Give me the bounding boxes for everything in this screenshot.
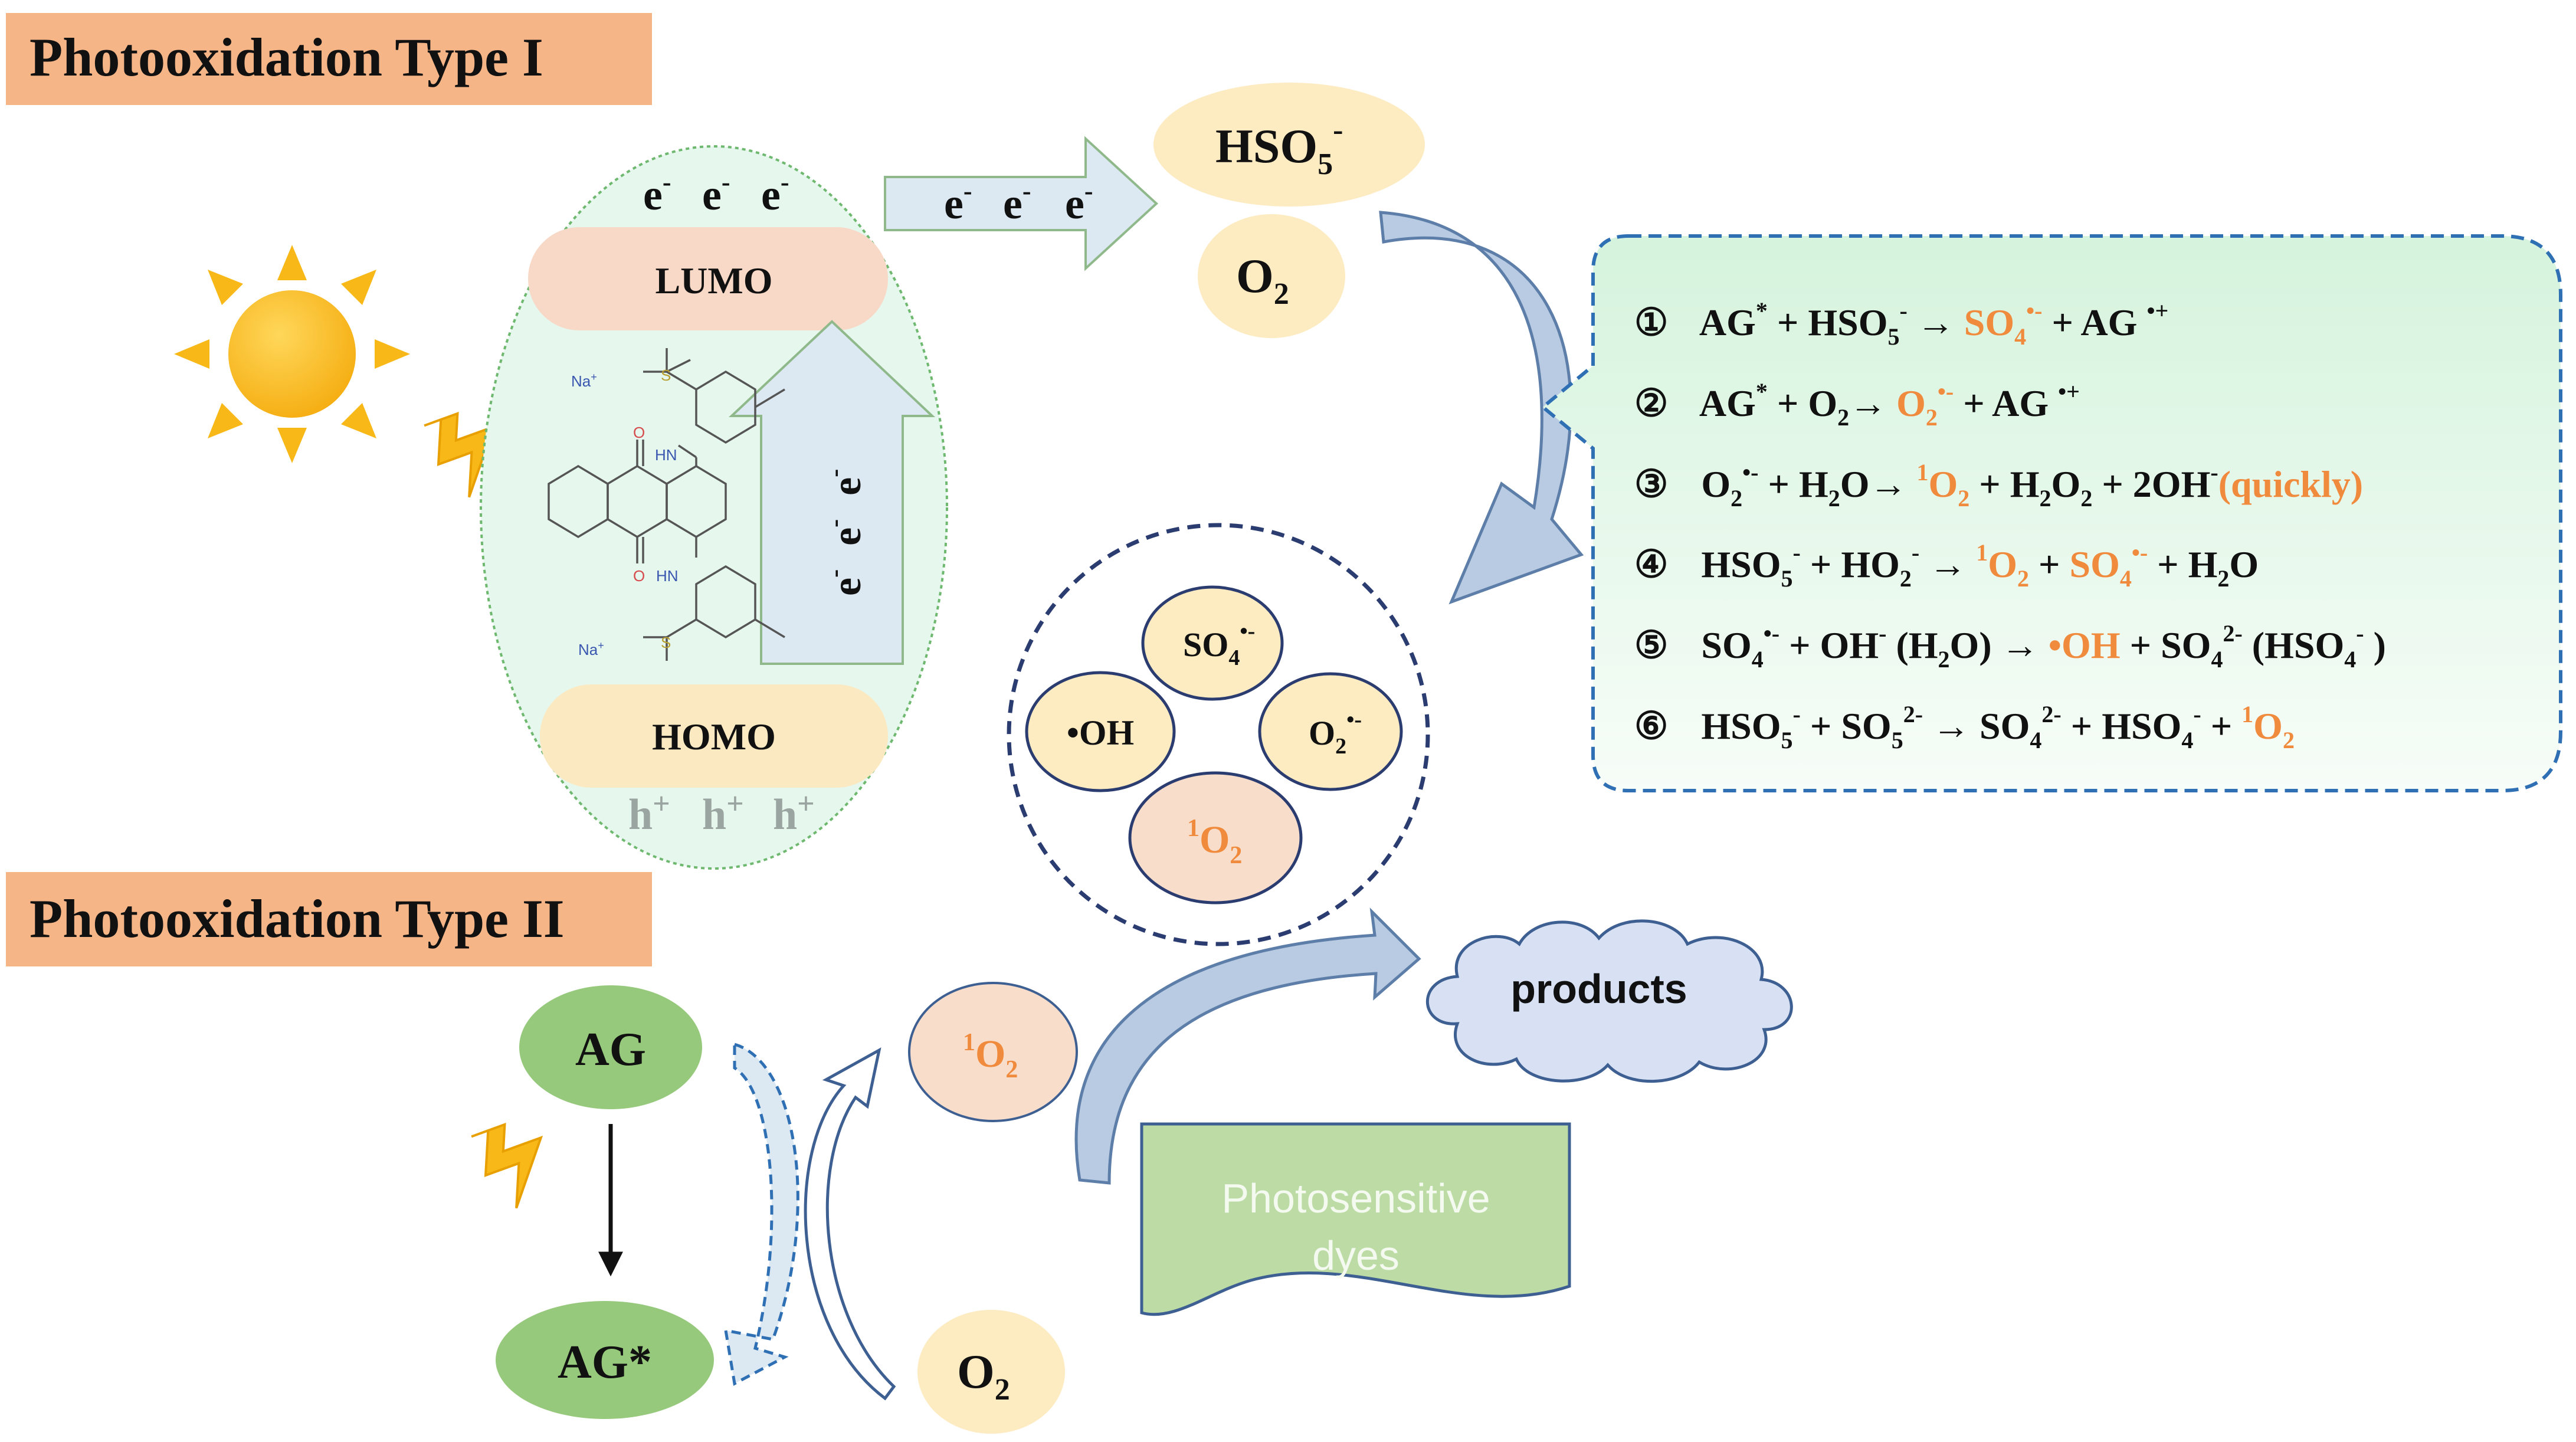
svg-text:dyes: dyes bbox=[1312, 1233, 1400, 1279]
o2-bubble: O2 bbox=[1198, 214, 1345, 338]
svg-text:HN: HN bbox=[655, 446, 677, 464]
reaction-4: ④ HSO5- + HO2- → 1O2 + SO4•- + H2O bbox=[1634, 539, 2259, 592]
type2-title-box: Photooxidation Type II bbox=[6, 872, 652, 966]
type1-title-box: Photooxidation Type I bbox=[6, 13, 652, 105]
homo-level: HOMO bbox=[540, 684, 888, 788]
svg-text:S: S bbox=[661, 634, 671, 651]
reaction-6: ⑥ HSO5- + SO52- → SO42- + HSO4- + 1O2 bbox=[1634, 701, 2295, 753]
reaction-1: ① AG* + HSO5- → SO4•- + AG •+ bbox=[1634, 297, 2168, 350]
lightning-icon bbox=[424, 411, 496, 498]
svg-text:O: O bbox=[633, 424, 645, 441]
svg-text:1O2: 1O2 bbox=[1187, 815, 1242, 869]
energy-transfer-arrow bbox=[804, 1047, 896, 1401]
relaxation-arrow bbox=[723, 1042, 799, 1386]
svg-text:1O2: 1O2 bbox=[963, 1029, 1018, 1083]
svg-text:e-: e- bbox=[761, 168, 789, 219]
svg-text:Na+: Na+ bbox=[571, 371, 597, 390]
oxidation-arrow bbox=[1074, 907, 1421, 1185]
dyes-banner: Photosensitive dyes bbox=[1140, 1122, 1571, 1316]
o2-radical-bubble: O2•- bbox=[1258, 672, 1403, 791]
svg-text:O: O bbox=[633, 567, 645, 585]
svg-text:e-: e- bbox=[1065, 176, 1093, 228]
acid-green-molecule bbox=[548, 348, 785, 661]
reaction-2: ② AG* + O2→ O2•- + AG •+ bbox=[1634, 378, 2080, 431]
svg-text:O2: O2 bbox=[1236, 249, 1289, 311]
sun-icon bbox=[174, 245, 410, 463]
homo-label: HOMO bbox=[652, 716, 776, 758]
svg-text:S: S bbox=[661, 366, 671, 384]
reaction-box bbox=[1540, 234, 2562, 792]
lightning-icon-type2 bbox=[471, 1122, 543, 1209]
ros-pool bbox=[1007, 523, 1430, 946]
svg-text:SO4•-: SO4•- bbox=[1183, 619, 1255, 670]
svg-text:O2: O2 bbox=[957, 1345, 1010, 1407]
hso5-bubble: HSO5- bbox=[1153, 83, 1425, 207]
electron-transfer-arrow: e- e- e- bbox=[884, 136, 1158, 271]
holes-row: h+ h+ h+ bbox=[628, 787, 815, 839]
svg-text:Photosensitive: Photosensitive bbox=[1221, 1175, 1490, 1221]
svg-text:e-e-e-: e-e-e- bbox=[821, 469, 870, 596]
svg-text:AG: AG bbox=[575, 1024, 646, 1076]
svg-text:e-: e- bbox=[643, 168, 671, 219]
curved-arrow-down bbox=[1379, 211, 1584, 605]
oh-radical-bubble: •OH bbox=[1025, 671, 1176, 792]
products-cloud: products bbox=[1425, 919, 1793, 1083]
reaction-5: ⑤ SO4•- + OH- (H2O) → •OH + SO42- (HSO4-… bbox=[1634, 620, 2386, 673]
svg-text:e-: e- bbox=[944, 176, 972, 228]
lumo-level: LUMO bbox=[528, 227, 888, 330]
type2-title: Photooxidation Type II bbox=[30, 889, 565, 949]
ag-star-node: AG* bbox=[496, 1301, 714, 1419]
svg-text:O2•-: O2•- bbox=[1309, 707, 1362, 759]
singlet-oxygen-type2: 1O2 bbox=[908, 982, 1078, 1122]
svg-text:AG*: AG* bbox=[558, 1336, 652, 1388]
svg-text:•OH: •OH bbox=[1067, 713, 1134, 752]
o2-type2: O2 bbox=[917, 1310, 1065, 1434]
singlet-oxygen-bubble: 1O2 bbox=[1128, 771, 1303, 904]
reaction-3: ③ O2•- + H2O→ 1O2 + H2O2 + 2OH-(quickly) bbox=[1634, 459, 2363, 512]
svg-text:h+: h+ bbox=[773, 787, 815, 839]
svg-text:e-: e- bbox=[702, 168, 730, 219]
so4-radical-bubble: SO4•- bbox=[1141, 585, 1284, 701]
reaction-list: ① AG* + HSO5- → SO4•- + AG •+ ② AG* + O2… bbox=[1634, 297, 2386, 753]
svg-text:h+: h+ bbox=[628, 787, 670, 839]
type1-title: Photooxidation Type I bbox=[30, 27, 543, 87]
svg-text:h+: h+ bbox=[702, 787, 744, 839]
svg-text:products: products bbox=[1510, 966, 1687, 1012]
svg-text:HSO5-: HSO5- bbox=[1215, 113, 1343, 181]
lumo-label: LUMO bbox=[655, 260, 772, 301]
molecule-labels: Na+ Na+ HN HN O O S S bbox=[571, 366, 679, 658]
electrons-top: e- e- e- bbox=[643, 168, 789, 219]
ag-node: AG bbox=[519, 985, 702, 1109]
svg-text:HN: HN bbox=[656, 567, 679, 585]
svg-text:e-: e- bbox=[1003, 176, 1031, 228]
svg-text:Na+: Na+ bbox=[578, 640, 604, 658]
